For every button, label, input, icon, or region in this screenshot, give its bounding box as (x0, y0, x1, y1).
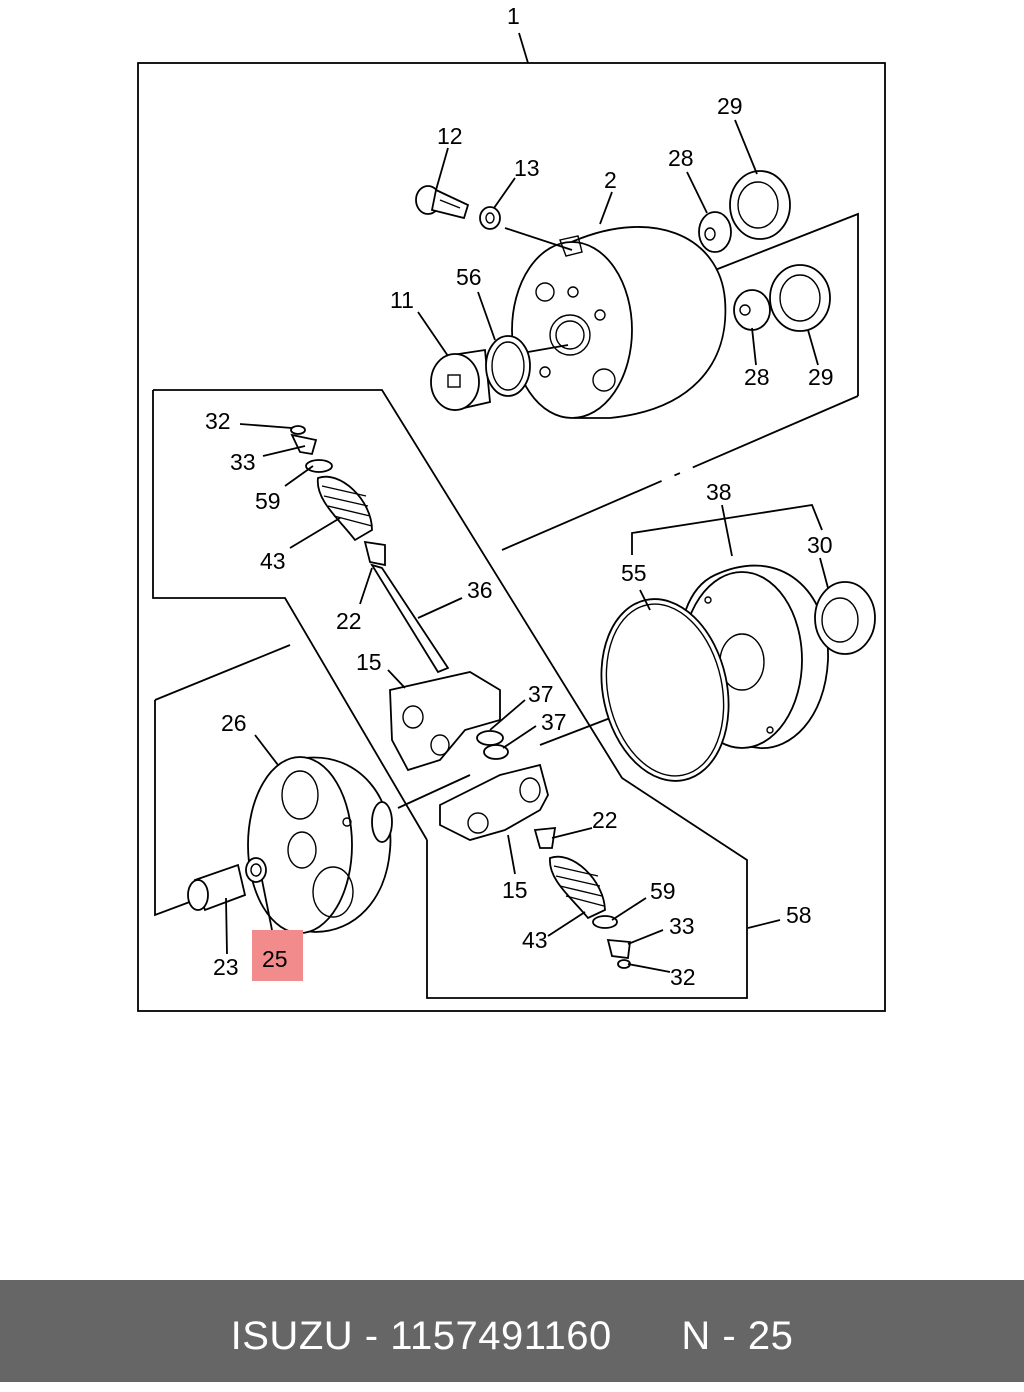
valve-assembly-lower (533, 826, 632, 969)
callout-59-top: 59 (255, 488, 281, 514)
callout-15-top: 15 (356, 649, 382, 675)
plug-part-11 (430, 348, 491, 412)
exploded-parts-diagram: 1 2 12 13 29 28 56 11 28 29 32 33 59 43 … (137, 3, 886, 1012)
callout-22-top: 22 (336, 608, 362, 634)
callout-37-bottom: 37 (541, 709, 567, 735)
callout-22-bottom: 22 (592, 807, 618, 833)
footer-bar: ISUZU - 1157491160 N - 25 (0, 1280, 1024, 1382)
o-ring-part-56 (485, 335, 569, 397)
callout-30: 30 (807, 532, 833, 558)
washer-part-13 (479, 206, 501, 230)
callout-43-bottom: 43 (522, 927, 548, 953)
washer-part-25 (245, 857, 267, 883)
seal-parts-28-29-lower (733, 264, 831, 332)
callout-32-bottom: 32 (670, 964, 696, 990)
callout-29-bottom: 29 (808, 364, 834, 390)
callout-33-top: 33 (230, 449, 256, 475)
plate-part-26 (247, 756, 393, 934)
callout-11: 11 (390, 287, 414, 313)
outer-frame (137, 62, 886, 1012)
footer-part-number: 1157491160 (390, 1314, 612, 1358)
footer-reference: N - 25 (681, 1314, 794, 1358)
callout-43-top: 43 (260, 548, 286, 574)
block-part-15-lower (439, 763, 549, 841)
callout-28-bottom: 28 (744, 364, 770, 390)
callout-26: 26 (221, 710, 247, 736)
callout-32-top: 32 (205, 408, 231, 434)
footer-separator: - (353, 1314, 391, 1358)
footer-gap (612, 1314, 682, 1358)
footer-caption: ISUZU - 1157491160 N - 25 (0, 1280, 1024, 1382)
callout-13: 13 (514, 155, 540, 181)
callout-59-bottom: 59 (650, 878, 676, 904)
callout-29-top: 29 (717, 93, 743, 119)
callout-12: 12 (437, 123, 463, 149)
callout-28-top: 28 (668, 145, 694, 171)
callout-33-bottom: 33 (669, 913, 695, 939)
assembly-guides (152, 212, 859, 999)
valve-assembly-upper (290, 425, 450, 674)
highlight-box-25 (252, 930, 303, 981)
callout-55: 55 (621, 560, 647, 586)
callout-56: 56 (456, 264, 482, 290)
seal-part-30 (814, 581, 876, 655)
leader-lines (225, 119, 829, 973)
callout-2: 2 (604, 167, 617, 193)
block-part-15-upper (389, 671, 501, 772)
callout-23: 23 (213, 954, 239, 980)
callout-labels: 1 2 12 13 29 28 56 11 28 29 32 33 59 43 … (205, 3, 834, 990)
plug-part-23 (187, 863, 247, 912)
callout-38: 38 (706, 479, 732, 505)
callout-58: 58 (786, 902, 812, 928)
housing-part-2 (504, 226, 727, 419)
callout-25: 25 (262, 946, 288, 972)
callout-1: 1 (507, 3, 520, 29)
callout-15-bottom: 15 (502, 877, 528, 903)
seal-parts-37 (476, 730, 509, 760)
callout-36: 36 (467, 577, 493, 603)
footer-brand: ISUZU (230, 1314, 354, 1358)
bolt-part-12 (415, 185, 470, 220)
seal-parts-28-29-upper (698, 170, 791, 253)
callout-37-top: 37 (528, 681, 554, 707)
